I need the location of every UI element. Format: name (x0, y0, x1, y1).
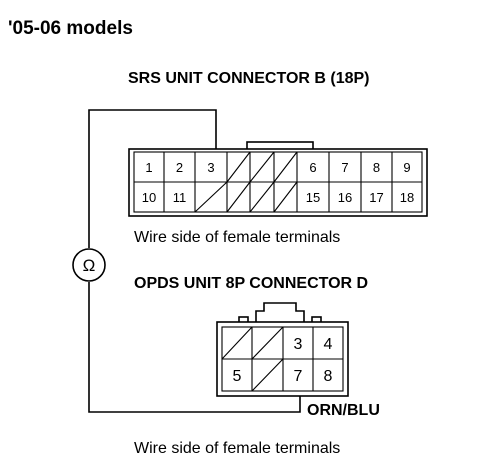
connector-d-header: OPDS UNIT 8P CONNECTOR D (134, 275, 368, 292)
connector-b-empty-cavity (273, 151, 298, 183)
connector-b-pin-8: 8 (373, 160, 380, 175)
connector-b-header: SRS UNIT CONNECTOR B (18P) (128, 70, 370, 87)
connector-b-empty-cavity (249, 151, 275, 183)
connector-d: 3 4 5 7 8 (216, 302, 349, 397)
connector-d-empty-cavity (251, 326, 284, 360)
connector-d-lock-tab (255, 302, 305, 322)
connector-b-pin-1: 1 (145, 160, 152, 175)
connector-b-caption: Wire side of female terminals (134, 229, 340, 246)
connector-d-pin-8: 8 (324, 368, 333, 385)
connector-b-empty-cavity (194, 181, 228, 213)
connector-b-pin-16: 16 (338, 190, 352, 205)
connector-b-pin-11: 11 (173, 190, 187, 205)
connector-b-pin-7: 7 (341, 160, 348, 175)
connector-d-pin-7: 7 (294, 368, 303, 385)
connector-b-empty-cavity (226, 151, 251, 183)
connector-b-pin-17: 17 (369, 190, 383, 205)
ohmmeter-circle (72, 248, 106, 282)
meter-lead-bottom (88, 282, 301, 413)
connector-b-empty-cavity (249, 181, 275, 213)
wire-color-label: ORN/BLU (307, 402, 380, 419)
connector-b-empty-cavity (226, 181, 251, 213)
page-title: '05-06 models (8, 18, 133, 39)
connector-b-pin-2: 2 (176, 160, 183, 175)
connector-b-pin-18: 18 (400, 190, 414, 205)
ohm-icon: Ω (83, 256, 96, 275)
connector-b-pin-3: 3 (207, 160, 214, 175)
connector-b-pin-6: 6 (309, 160, 316, 175)
ohmmeter: Ω (72, 248, 106, 282)
meter-lead-top (88, 109, 217, 248)
connector-b: 1 2 3 6 7 8 9 10 11 15 16 17 18 (128, 141, 428, 217)
connector-d-pin-5: 5 (233, 368, 242, 385)
connector-b-empty-cavity (273, 181, 298, 213)
connector-b-pin-10: 10 (142, 190, 156, 205)
connector-b-pin-15: 15 (306, 190, 320, 205)
connector-d-empty-cavity (221, 326, 253, 360)
connector-b-pin-9: 9 (403, 160, 410, 175)
connector-d-caption: Wire side of female terminals (134, 440, 340, 457)
connector-d-pin-4: 4 (324, 336, 333, 353)
connector-d-empty-cavity (251, 358, 284, 392)
connector-d-pin-3: 3 (294, 336, 303, 353)
